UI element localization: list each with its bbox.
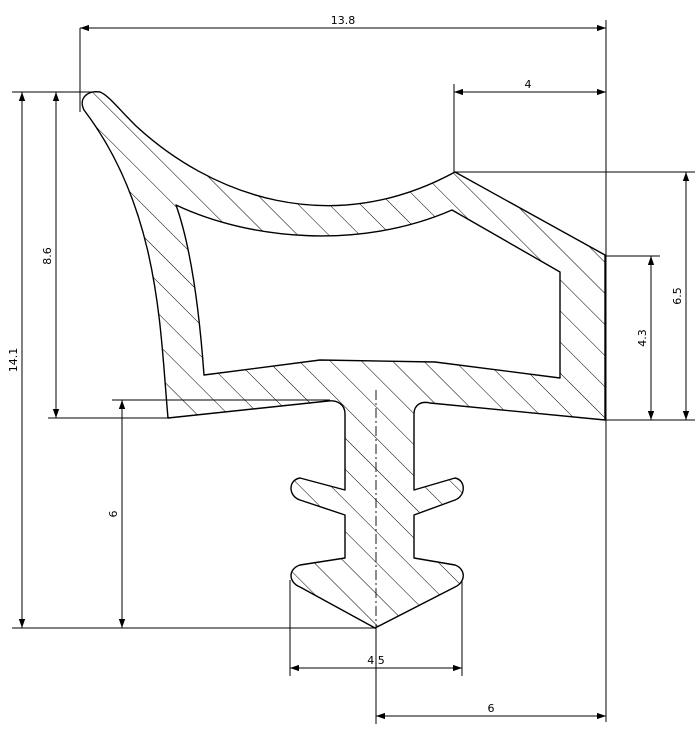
dim-upper-height: 8.6 [41,247,54,265]
dim-foot-width: 4.5 [367,654,385,667]
dim-right-inner-height: 4.3 [636,329,649,347]
dim-top-right-width: 4 [525,78,532,91]
dim-overall-width: 13.8 [331,14,356,27]
extension-lines [12,20,695,724]
dimension-lines [18,24,690,720]
dim-right-outer-height: 6.5 [671,287,684,305]
dim-half-width: 6 [488,702,495,715]
dim-overall-height: 14.1 [7,348,20,373]
gasket-profile [81,91,606,629]
dim-stem-height: 6 [107,511,120,518]
profile-section [81,91,606,629]
dimension-labels: 13.8 4 14.1 8.6 6 6.5 4.3 4.5 6 [7,14,684,715]
